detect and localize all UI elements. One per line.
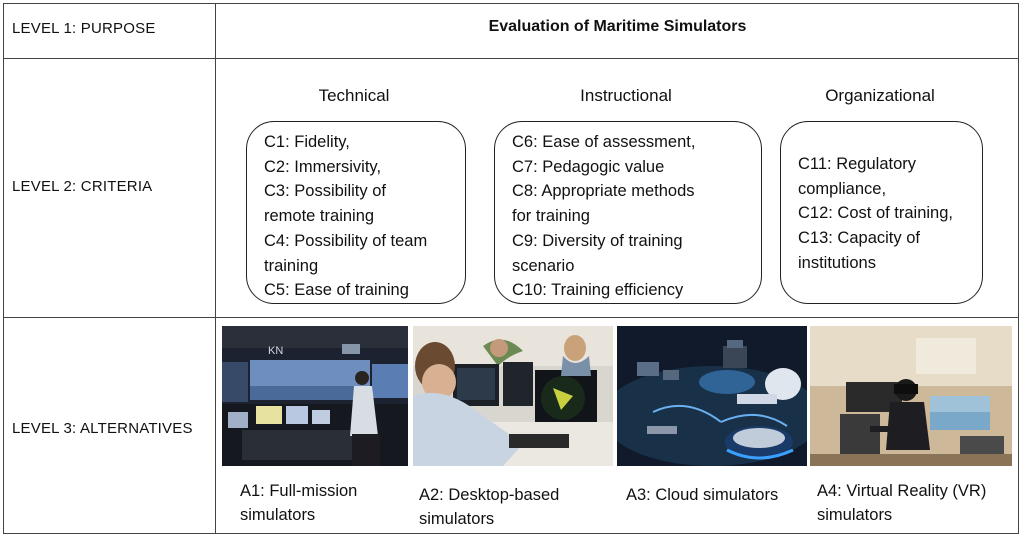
criterion-line: C12: Cost of training, xyxy=(798,204,953,223)
criterion-line: compliance, xyxy=(798,179,887,198)
criteria-box-instructional: C6: Ease of assessment, C7: Pedagogic va… xyxy=(494,121,762,304)
photo-vr-simulator xyxy=(810,326,1012,466)
row-divider-1 xyxy=(3,58,1019,59)
criterion-line: C8: Appropriate methods xyxy=(512,182,695,201)
criterion-line: C10: Training efficiency xyxy=(512,281,684,300)
criterion-line: scenario xyxy=(512,256,575,275)
criteria-heading-organizational: Organizational xyxy=(825,86,935,105)
criterion-line: C13: Capacity of xyxy=(798,229,920,248)
hierarchy-frame xyxy=(3,3,1019,534)
purpose-title: Evaluation of Maritime Simulators xyxy=(488,18,747,35)
criterion-line: C3: Possibility of xyxy=(264,182,386,201)
caption-line: simulators xyxy=(419,510,495,528)
criteria-heading-instructional: Instructional xyxy=(580,86,672,105)
alternative-caption-a4: A4: Virtual Reality (VR) simulators xyxy=(817,479,986,527)
column-divider xyxy=(215,3,216,534)
criteria-heading-technical: Technical xyxy=(318,86,390,105)
photo-cloud-simulator xyxy=(617,326,807,466)
criterion-line: for training xyxy=(512,207,590,226)
criterion-line: C9: Diversity of training xyxy=(512,231,683,250)
caption-line: A2: Desktop-based xyxy=(419,486,560,504)
alternative-caption-a2: A2: Desktop-based simulators xyxy=(419,483,559,531)
criterion-line: C11: Regulatory xyxy=(798,155,917,173)
caption-line: simulators xyxy=(240,506,316,524)
caption-line: simulators xyxy=(817,506,893,524)
criterion-line: C2: Immersivity, xyxy=(264,157,382,176)
caption-line: A4: Virtual Reality (VR) xyxy=(817,482,987,500)
criterion-line: C6: Ease of assessment, xyxy=(512,133,696,151)
criterion-line: C5: Ease of training xyxy=(264,281,409,300)
criterion-line: C4: Possibility of team xyxy=(264,231,428,250)
caption-line: A1: Full-mission xyxy=(240,482,358,500)
level-1-label: LEVEL 1: PURPOSE xyxy=(12,20,156,37)
alternative-caption-a3: A3: Cloud simulators xyxy=(626,483,778,507)
criterion-line: C7: Pedagogic value xyxy=(512,157,665,176)
caption-line: A3: Cloud simulators xyxy=(626,486,779,504)
photo-full-mission-simulator: KN xyxy=(222,326,408,466)
criteria-box-organizational: C11: Regulatory compliance, C12: Cost of… xyxy=(780,121,983,304)
criterion-line: institutions xyxy=(798,253,876,272)
level-2-label: LEVEL 2: CRITERIA xyxy=(12,178,153,195)
criterion-line: remote training xyxy=(264,207,375,226)
level-3-label: LEVEL 3: ALTERNATIVES xyxy=(12,420,193,437)
criterion-line: training xyxy=(264,256,319,275)
screen-logo-text: KN xyxy=(268,345,283,357)
row-divider-2 xyxy=(3,317,1019,318)
photo-desktop-simulator xyxy=(413,326,613,466)
alternative-caption-a1: A1: Full-mission simulators xyxy=(240,479,357,527)
criteria-box-technical: C1: Fidelity, C2: Immersivity, C3: Possi… xyxy=(246,121,466,304)
criterion-line: C1: Fidelity, xyxy=(264,133,350,151)
